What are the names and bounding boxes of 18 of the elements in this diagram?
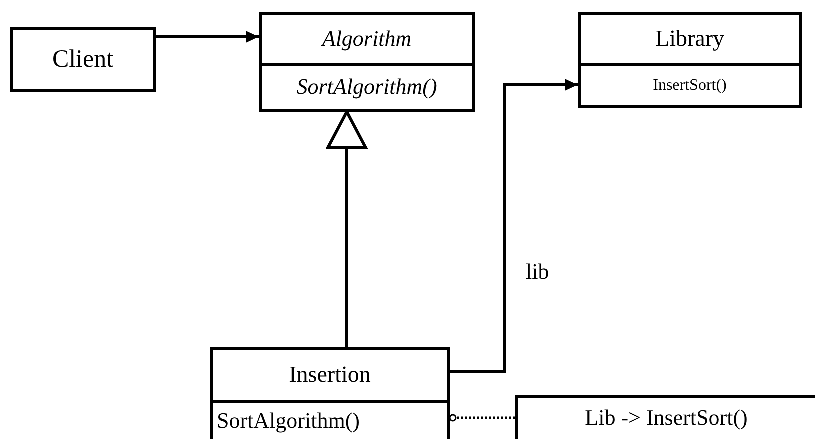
uml-class-box — [210, 347, 450, 439]
node-label: Client — [52, 46, 114, 74]
method-name: SortAlgorithm() — [217, 408, 360, 434]
note-box — [515, 395, 815, 439]
class-name: Insertion — [289, 362, 371, 388]
method-name: InsertSort() — [653, 76, 727, 94]
class-name: Algorithm — [322, 26, 412, 52]
uml-class-box — [578, 12, 802, 108]
dotted-connector — [449, 414, 515, 422]
node-label: Lib -> InsertSort() — [585, 406, 748, 431]
edge-label: lib — [526, 260, 550, 284]
class-name: Library — [656, 26, 724, 52]
uml-class-box — [259, 12, 475, 112]
class-box — [10, 27, 156, 92]
method-name: SortAlgorithm() — [296, 75, 438, 100]
inheritance-arrow — [326, 110, 368, 347]
arrow — [156, 31, 259, 43]
arrow — [450, 79, 578, 374]
